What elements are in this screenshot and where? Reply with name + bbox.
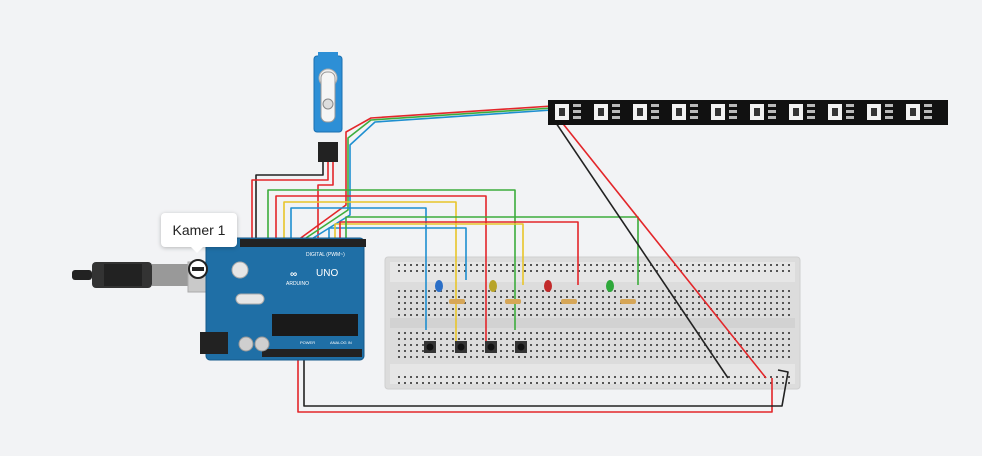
push-button-3[interactable] <box>485 341 497 353</box>
push-button-2[interactable] <box>455 341 467 353</box>
wire-strip-red <box>297 105 553 241</box>
wire-strip-vcc <box>559 119 767 379</box>
wires <box>251 105 789 413</box>
resistor <box>505 299 521 304</box>
wire-gnd <box>303 356 789 407</box>
led-yellow[interactable] <box>489 280 521 304</box>
wire-led-blue <box>328 227 467 280</box>
arduino-model: UNO <box>316 268 338 279</box>
push-button-4[interactable] <box>515 341 527 353</box>
power-label: POWER <box>300 340 315 345</box>
wire-btn1 <box>290 207 427 330</box>
resistor <box>620 299 636 304</box>
analog-label: ANALOG IN <box>330 340 352 345</box>
wire-led-green <box>345 216 639 285</box>
arduino-board[interactable]: ∞ UNO ARDUINO DIGITAL (PWM~) POWER ANALO… <box>200 237 366 361</box>
led-strip-pixels <box>555 104 932 120</box>
resistor <box>449 299 465 304</box>
led-strip[interactable] <box>548 100 948 125</box>
led-green[interactable] <box>606 280 636 304</box>
wire-btn4 <box>267 189 516 330</box>
camera-icon[interactable] <box>188 259 208 279</box>
arduino-brand: ARDUINO <box>286 281 309 287</box>
wire-strip-green <box>302 107 553 241</box>
breadboard[interactable] <box>384 256 801 390</box>
wire-btn2 <box>283 201 457 350</box>
digital-label: DIGITAL (PWM~) <box>306 252 345 258</box>
wire-5v <box>297 356 773 413</box>
servo-motor[interactable] <box>313 52 343 162</box>
camera-tooltip: Kamer 1 <box>161 213 237 253</box>
arduino-logo: ∞ <box>290 269 297 280</box>
push-button-1[interactable] <box>424 341 436 353</box>
resistor <box>561 299 577 304</box>
wire-btn3 <box>275 195 487 350</box>
breadboard-holes <box>398 264 790 384</box>
wire-servo-signal <box>317 162 334 240</box>
wire-led-red <box>339 221 579 285</box>
led-blue[interactable] <box>435 280 465 304</box>
led-red[interactable] <box>544 280 577 304</box>
wire-strip-gnd <box>553 119 729 379</box>
wire-led-yellow <box>334 223 524 285</box>
